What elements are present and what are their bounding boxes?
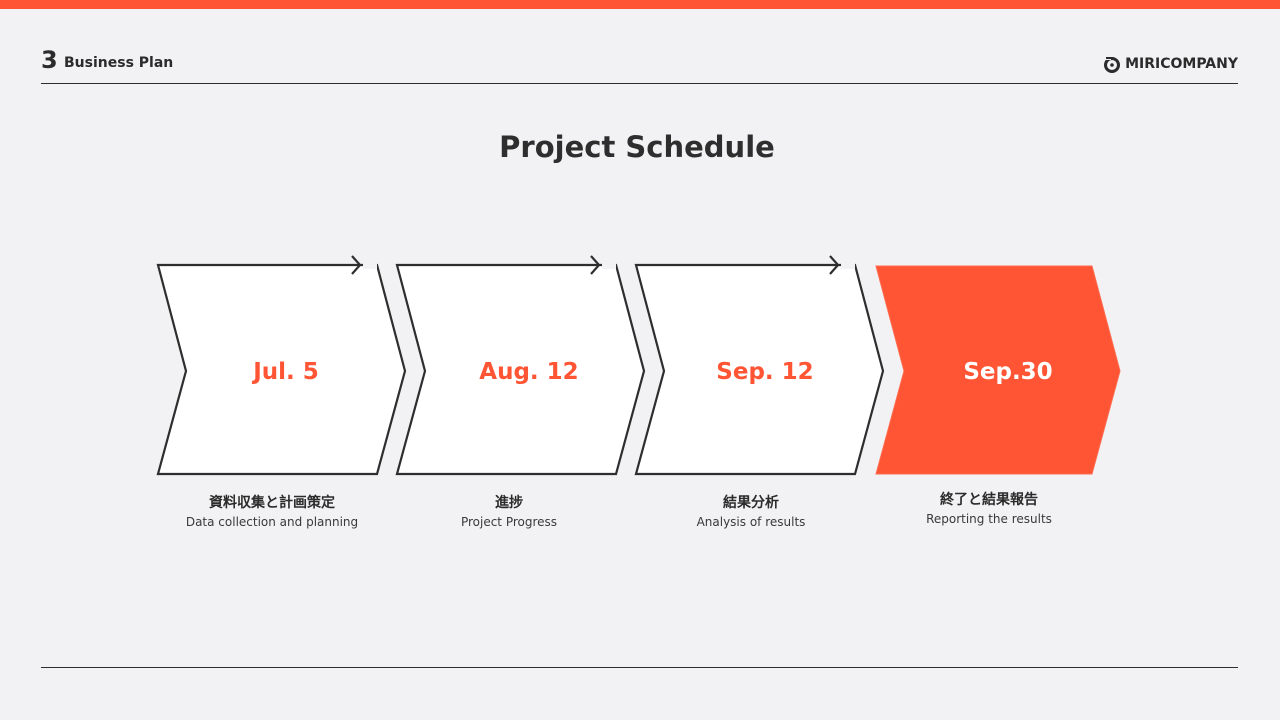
schedule-step-3: Sep. 12 <box>634 255 885 476</box>
section-number: 3 <box>41 46 58 74</box>
schedule-step-1: Jul. 5 <box>156 255 407 476</box>
arrow-gap <box>602 260 616 269</box>
chevron-shape-highlighted <box>875 265 1121 475</box>
arrow-gap <box>841 260 855 269</box>
step-date: Aug. 12 <box>479 359 578 385</box>
header-divider <box>41 83 1238 84</box>
step-date: Sep.30 <box>963 359 1052 385</box>
schedule-step-4: Sep.30 <box>875 265 1121 475</box>
step-date: Jul. 5 <box>251 359 319 385</box>
step-4-title-ja: 終了と結果報告 <box>940 492 1038 508</box>
arrow-head-icon <box>351 255 362 275</box>
brand-logo: MIRICOMPANY <box>1103 55 1238 73</box>
step-1-title-ja: 資料収集と計画策定 <box>209 495 335 511</box>
step-3-title-ja: 結果分析 <box>723 495 779 511</box>
arrow-head-icon <box>829 255 840 275</box>
step-date: Sep. 12 <box>716 359 813 385</box>
step-4-title-en: Reporting the results <box>926 512 1052 526</box>
step-1-title-en: Data collection and planning <box>185 515 359 529</box>
step-2-title-en: Project Progress <box>460 515 558 529</box>
brand-mark-icon <box>1104 56 1121 73</box>
arrow-gap <box>363 260 377 269</box>
schedule-step-2: Aug. 12 <box>395 255 646 476</box>
page-title: Project Schedule <box>499 130 775 164</box>
step-2-title-ja: 進捗 <box>495 495 523 511</box>
brand-name: MIRICOMPANY <box>1125 56 1238 72</box>
footer-divider <box>41 667 1238 668</box>
top-accent-bar <box>0 0 1280 9</box>
step-3-title-en: Analysis of results <box>696 515 806 529</box>
arrow-head-icon <box>590 255 601 275</box>
section-title: Business Plan <box>64 55 174 71</box>
